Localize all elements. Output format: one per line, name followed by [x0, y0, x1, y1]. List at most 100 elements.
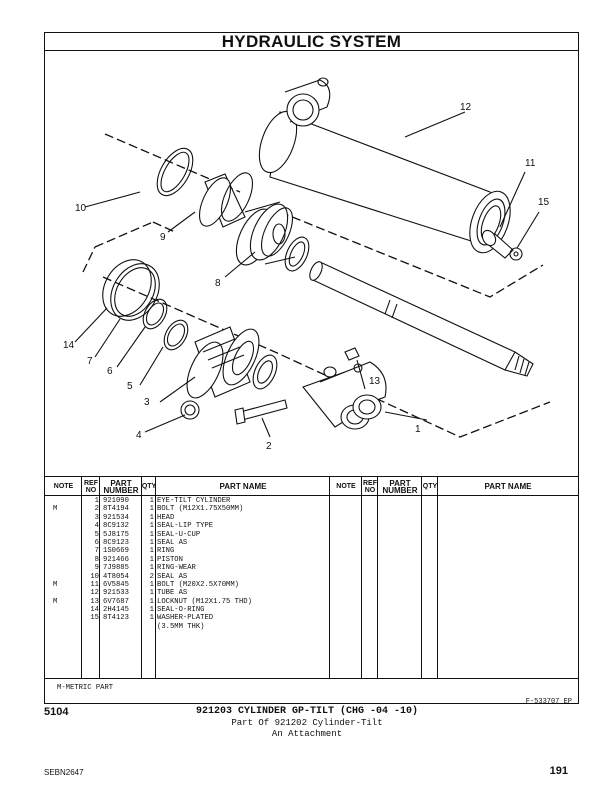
row-part-number: 921533 — [103, 589, 129, 598]
row-ref-no: 15 — [90, 614, 99, 623]
header-part-number: PART NUMBER — [103, 478, 139, 495]
row-qty: 1 — [149, 522, 154, 531]
caption-attachment: An Attachment — [271, 729, 343, 739]
row-note: M — [53, 505, 58, 514]
callout-5: 5 — [127, 381, 133, 392]
page-title: HYDRAULIC SYSTEM — [45, 33, 578, 51]
row-qty: 1 — [149, 564, 154, 573]
exploded-view-svg: 1 2 3 4 5 6 7 8 9 10 11 12 13 14 15 — [63, 77, 551, 452]
header-ref-2: REF NO — [363, 479, 377, 494]
row-part-number: 2H4145 — [103, 606, 129, 615]
row-qty: 1 — [149, 597, 154, 606]
row-part-name: SEAL AS — [157, 538, 188, 547]
row-part-number: 6V7687 — [103, 597, 129, 606]
row-part-name: EYE-TILT CYLINDER — [157, 497, 231, 505]
row-part-number: 1S0669 — [103, 547, 129, 556]
callout-3: 3 — [144, 397, 150, 408]
row-qty: 1 — [149, 538, 154, 547]
row-ref-no: 11 — [90, 580, 99, 589]
row-ref-no: 8 — [94, 555, 99, 564]
row-ref-no: 5 — [94, 530, 99, 539]
row-ref-no: 10 — [90, 572, 99, 581]
callout-13: 13 — [369, 376, 381, 387]
table-row: (3.5MM THK) — [45, 623, 578, 631]
parts-list-table: NOTE REF NO PART NUMBER QTY PART NAME NO… — [45, 476, 578, 679]
section-number: 5104 — [44, 706, 69, 718]
row-part-name: WASHER-PLATED — [157, 614, 214, 623]
row-part-number: 921466 — [103, 555, 129, 564]
callout-7: 7 — [87, 356, 93, 367]
footnote: M-METRIC PART — [57, 684, 114, 692]
row-part-number: 5J8175 — [103, 530, 129, 539]
header-part-name: PART NAME — [219, 482, 267, 491]
header-qty: QTY — [141, 483, 157, 490]
caption-part-of: Part Of 921202 Cylinder-Tilt — [231, 718, 383, 728]
exploded-view-drawing: 1 2 3 4 5 6 7 8 9 10 11 12 13 14 15 — [45, 52, 578, 475]
row-ref-no: 4 — [94, 522, 99, 531]
row-qty: 1 — [149, 497, 154, 505]
row-ref-no: 12 — [90, 589, 99, 598]
row-qty: 2 — [149, 572, 154, 581]
header-qty-2: QTY — [422, 483, 438, 490]
col-divider — [100, 477, 142, 678]
row-part-name: SEAL-U-CUP — [157, 530, 201, 539]
col-divider — [82, 477, 100, 678]
row-part-name: BOLT (M12X1.75X50MM) — [157, 505, 244, 514]
row-part-name: BOLT (M20X2.5X70MM) — [157, 580, 239, 589]
header-part-number-2: PART NUMBER — [382, 478, 418, 495]
row-part-number: 6V5845 — [103, 580, 129, 589]
callout-9: 9 — [160, 232, 166, 243]
col-divider — [330, 477, 362, 678]
col-divider — [156, 477, 330, 678]
row-qty: 1 — [149, 555, 154, 564]
row-qty: 1 — [149, 505, 154, 514]
row-part-number: 921534 — [103, 513, 129, 522]
page-number: 191 — [549, 765, 568, 777]
header-note-2: NOTE — [336, 483, 356, 490]
row-ref-no: 3 — [94, 513, 99, 522]
callout-10: 10 — [75, 203, 87, 214]
row-ref-no: 2 — [94, 505, 99, 514]
row-ref-no: 9 — [94, 564, 99, 573]
row-qty: 1 — [149, 547, 154, 556]
row-part-number: 8T4194 — [103, 505, 129, 514]
col-divider — [378, 477, 422, 678]
row-part-name: SEAL-O-RING — [157, 606, 205, 615]
col-divider — [45, 477, 82, 678]
row-part-number: 8C9123 — [103, 538, 129, 547]
drawing-reference-code: F-533707 EP — [525, 698, 572, 706]
document-id: SEBN2647 — [44, 768, 84, 777]
row-part-name: SEAL-LIP TYPE — [157, 522, 214, 531]
callout-11: 11 — [525, 158, 536, 169]
col-divider — [362, 477, 378, 678]
callout-6: 6 — [107, 366, 113, 377]
row-note: M — [53, 580, 58, 589]
row-part-name: PISTON — [157, 555, 183, 564]
callout-1: 1 — [415, 424, 421, 435]
row-qty: 1 — [149, 614, 154, 623]
callout-12: 12 — [460, 102, 472, 113]
col-divider — [142, 477, 156, 678]
row-part-number: 7J9885 — [103, 564, 129, 573]
callout-15: 15 — [538, 197, 550, 208]
callout-4: 4 — [136, 430, 142, 441]
row-ref-no: 1 — [94, 497, 99, 505]
callout-2: 2 — [266, 441, 272, 452]
header-ref: REF NO — [84, 479, 98, 494]
caption-group-title: 921203 CYLINDER GP-TILT (CHG -04 -10) — [195, 706, 419, 717]
row-note: M — [53, 597, 58, 606]
row-ref-no: 13 — [90, 597, 99, 606]
callout-8: 8 — [215, 278, 221, 289]
row-ref-no: 6 — [94, 538, 99, 547]
